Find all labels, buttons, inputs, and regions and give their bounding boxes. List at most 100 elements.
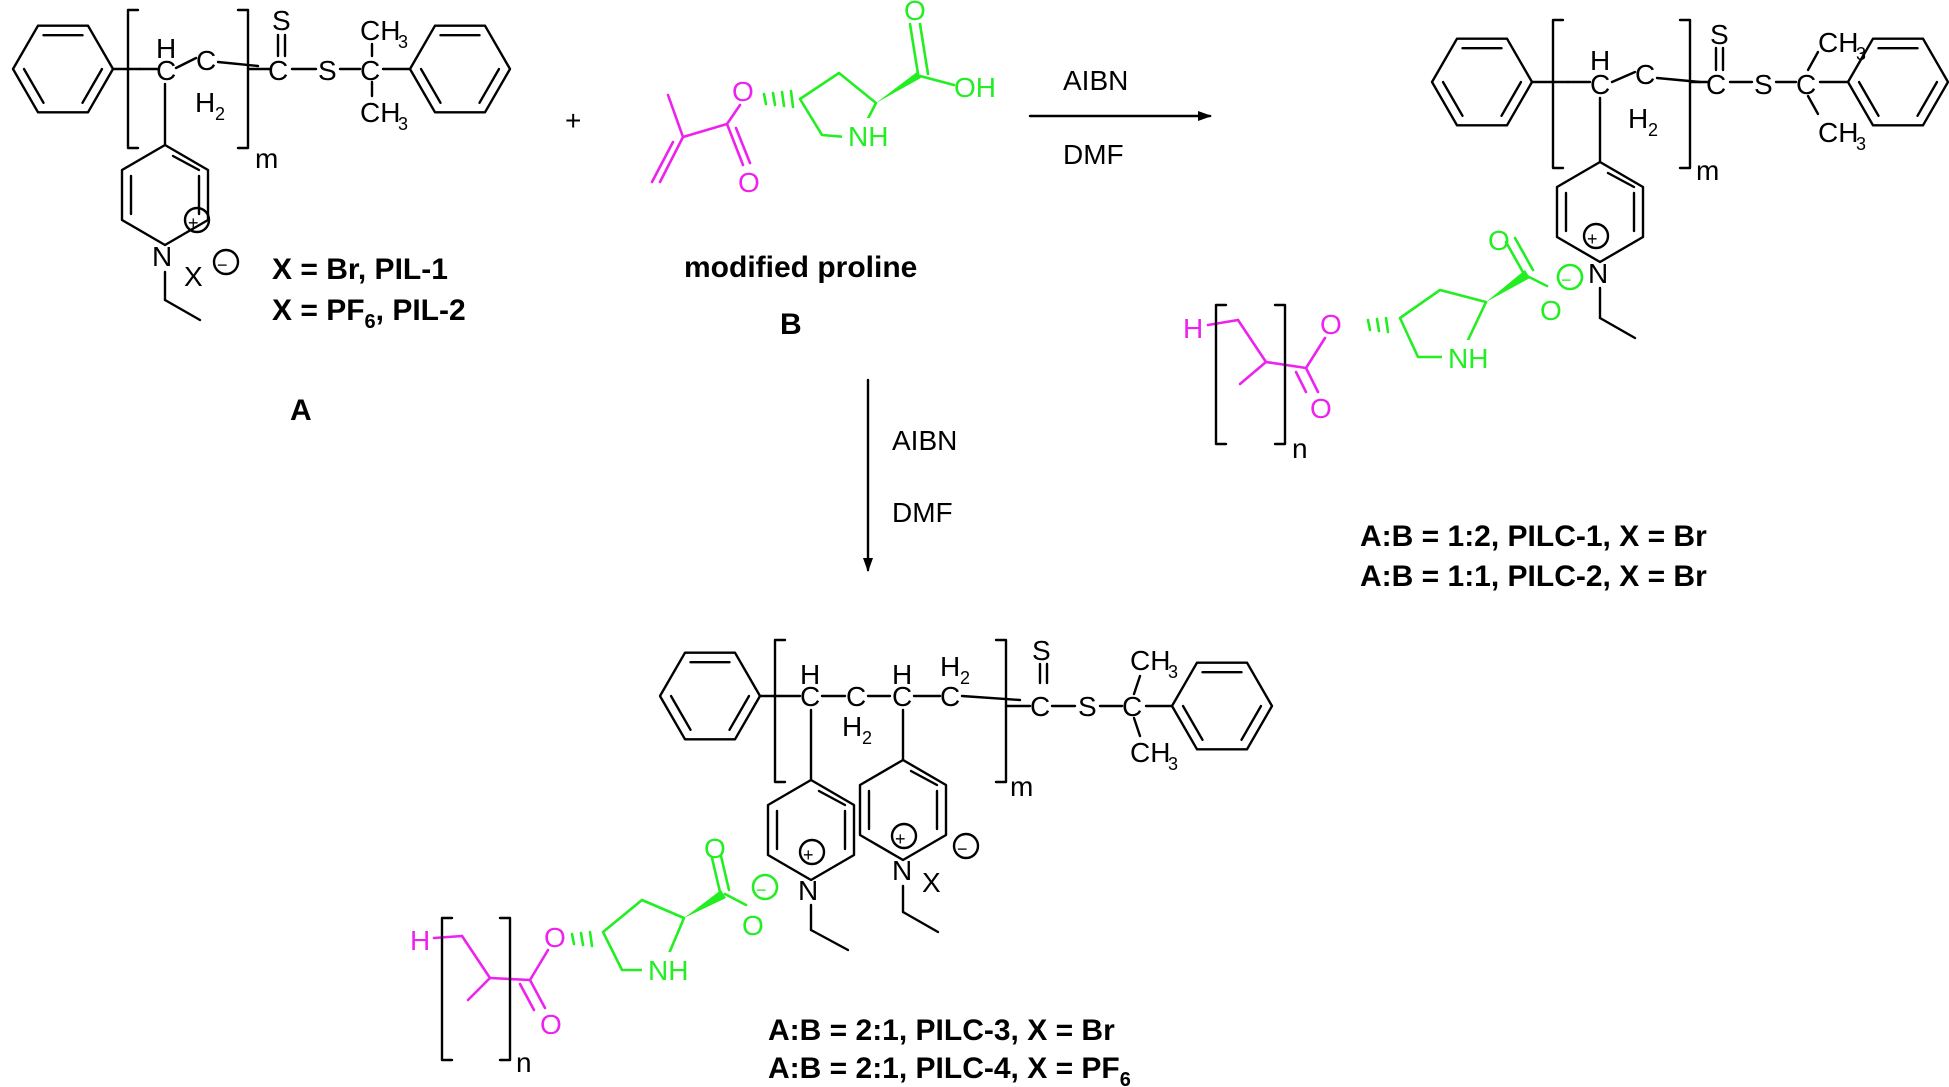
atom-c: C [892,681,912,712]
subscript-2: 2 [960,668,970,688]
ester-oxygen: O [1320,309,1342,340]
charge-plus: + [1587,229,1598,249]
plus-sign: + [565,105,581,136]
hashed-stereo-bond [762,89,795,109]
subscript-3: 3 [1856,44,1866,64]
atom-h: H [1628,103,1648,134]
subscript-3: 3 [398,32,408,52]
atom-h: H [940,651,960,682]
negative-charge-icon [751,873,779,901]
ester-oxygen: O [544,922,566,953]
subscript-2: 2 [862,728,872,748]
atom-h: H [800,659,820,690]
positive-charge-icon [183,206,211,234]
atom-h: H [1590,45,1610,76]
atom-s: S [1710,19,1729,50]
ester-oxygen: O [732,76,754,107]
amine-nh: NH [1448,343,1488,374]
compound-a-line2: X = PF6, PIL-2 [272,294,466,333]
repeat-bracket-right [994,638,1008,784]
repeat-bracket-right [1678,18,1692,170]
compound-a-line1: X = Br, PIL-1 [272,253,448,286]
atom-c: C [360,55,380,86]
wedge-stereo-bond [684,890,726,918]
carboxylate-oxygen: O [704,833,726,864]
repeat-bracket-right [236,8,250,150]
phenyl-ring [1170,661,1274,751]
repeat-index-m: m [1010,771,1033,802]
repeat-bracket-left [773,638,787,784]
carboxylate-oxygen: O [1540,295,1562,326]
positive-charge-icon [1582,222,1610,250]
reaction-arrow-right: AIBN DMF [1028,65,1212,170]
product-block-copolymer-2: m H C C H 2 H C H 2 C C S S C CH 3 CH 3 [410,635,1274,1087]
catalyst-label: AIBN [892,425,957,456]
counter-anion-x: X [922,867,941,898]
repeat-index-m: m [1696,155,1719,186]
atom-n: N [152,241,172,272]
wedge-stereo-bond [1486,270,1530,302]
product-1-line2: A:B = 1:1, PILC-2, X = Br [1360,560,1707,593]
counter-anion-x: X [184,261,203,292]
methyl-ch3: CH [1818,117,1858,148]
reaction-arrow-down: AIBN DMF [863,378,957,572]
atom-h: H [892,659,912,690]
charge-plus: + [803,845,814,865]
repeat-index-n: n [516,1047,532,1078]
atom-c: C [1796,69,1816,100]
atom-s: S [272,5,291,36]
repeat-bracket-left [1551,18,1565,170]
positive-charge-icon [890,822,918,850]
atom-c: C [196,45,216,76]
charge-minus: − [217,255,228,275]
atom-c: C [268,55,288,86]
carbonyl-oxygen: O [738,167,760,198]
hashed-stereo-bond [1366,316,1390,334]
subscript-3: 3 [1168,662,1178,682]
compound-b: O O NH O OH modified proline B [650,0,996,341]
phenyl-ring [408,24,512,114]
subscript-2: 2 [1648,120,1658,140]
compound-a-label: A [290,394,312,427]
atom-s: S [318,55,337,86]
atom-c: C [1590,69,1610,100]
methyl-ch3: CH [1818,27,1858,58]
negative-charge-icon [212,248,240,276]
amine-nh: NH [848,121,888,152]
methyl-ch3: CH [360,15,400,46]
subscript-2: 2 [215,104,225,124]
atom-c: C [1635,59,1655,90]
carbonyl-oxygen: O [540,1009,562,1040]
repeat-index-n: n [1292,433,1308,464]
acid-carbonyl-oxygen: O [904,0,926,26]
phenyl-ring [1430,37,1534,127]
subscript-3: 3 [1856,134,1866,154]
catalyst-label: AIBN [1063,65,1128,96]
repeat-bracket-right [498,916,512,1062]
end-group-hydrogen: H [1183,313,1203,344]
atom-h: H [842,711,862,742]
repeat-bracket-right [1273,303,1287,446]
product-block-copolymer-1: m H C C H 2 C S S C CH 3 CH 3 N + − [1183,18,1949,593]
solvent-label: DMF [1063,139,1124,170]
atom-n: N [892,855,912,886]
amine-nh: NH [648,955,688,986]
compound-a: m H C C H 2 C S S C CH 3 CH 3 N + X − [11,5,512,427]
atom-c: C [800,681,820,712]
methyl-ch3: CH [1130,645,1170,676]
atom-c: C [940,681,960,712]
subscript-3: 3 [1168,754,1178,774]
carboxylate-oxygen: O [1488,225,1510,256]
atom-c: C [1122,691,1142,722]
phenyl-ring [658,651,762,741]
end-group-hydrogen: H [410,925,430,956]
atom-n: N [798,875,818,906]
carboxylate-oxygen: O [742,910,764,941]
product-2-line1: A:B = 2:1, PILC-3, X = Br [768,1014,1115,1047]
charge-minus: − [756,880,767,900]
wedge-stereo-bond [876,72,921,103]
carbonyl-oxygen: O [1310,393,1332,424]
atom-s: S [1032,635,1051,666]
atom-s: S [1078,691,1097,722]
